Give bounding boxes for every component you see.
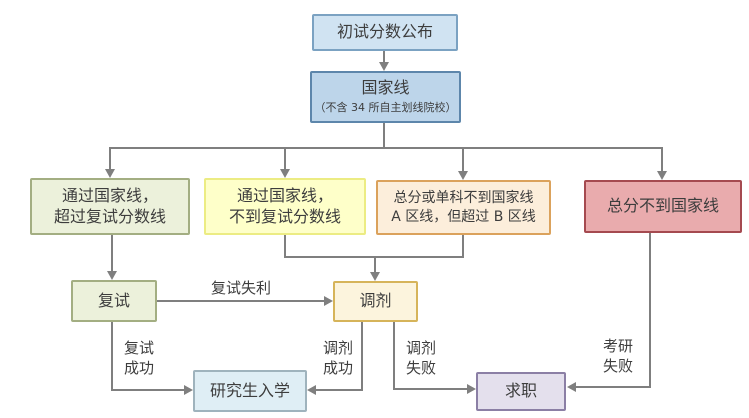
node-pass-above-retest-line: 通过国家线， 超过复试分数线: [30, 178, 190, 235]
node-label-line2: 超过复试分数线: [53, 206, 166, 226]
node-label-line2: A 区线，但超过 B 区线: [391, 208, 536, 225]
node-label: 调剂: [359, 291, 392, 311]
node-below-national-line: 总分不到国家线: [584, 180, 742, 233]
node-label: 求职: [504, 381, 537, 401]
arrowhead-down-icon: [370, 272, 380, 281]
connector-line: [462, 148, 464, 173]
arrowhead-down-icon: [657, 171, 667, 180]
node-label-line1: 总分或单科不到国家线: [393, 190, 534, 207]
node-national-line: 国家线 （不含 34 所自主划线院校）: [310, 71, 461, 123]
connector-line: [574, 386, 650, 388]
node-pass-below-retest-line: 通过国家线， 不到复试分数线: [204, 178, 366, 235]
node-label-line1: 通过国家线，: [61, 185, 158, 205]
connector-line: [157, 300, 324, 302]
connector-line: [361, 322, 363, 391]
arrowhead-left-icon: [567, 382, 576, 392]
connector-line: [462, 235, 464, 258]
node-subtitle: （不含 34 所自主划线院校）: [314, 101, 457, 115]
connector-line: [109, 147, 663, 149]
connector-line: [649, 233, 651, 388]
edge-label-adjust-fail: 调剂失败: [405, 339, 436, 378]
connector-line: [109, 148, 111, 171]
node-retest: 复试: [71, 280, 157, 322]
edge-label-retest-fail: 复试失利: [210, 279, 271, 297]
connector-line: [314, 389, 362, 391]
connector-line: [393, 388, 468, 390]
node-label: 总分不到国家线: [606, 196, 719, 216]
arrowhead-down-icon: [458, 171, 468, 180]
connector-line: [374, 257, 376, 273]
node-label-line1: 通过国家线，: [236, 185, 333, 205]
connector-line: [284, 235, 286, 258]
node-enrollment: 研究生入学: [193, 370, 307, 412]
arrowhead-right-icon: [324, 296, 333, 306]
arrowhead-right-icon: [184, 385, 193, 395]
connector-line: [111, 322, 113, 391]
edge-label-adjust-success: 调剂成功: [322, 339, 353, 378]
connector-line: [111, 389, 184, 391]
node-adjustment: 调剂: [333, 281, 418, 322]
edge-label-retest-success: 复试成功: [123, 339, 154, 378]
connector-line: [383, 123, 385, 149]
connector-line: [111, 235, 113, 273]
connector-line: [661, 148, 663, 173]
connector-line: [393, 322, 395, 389]
connector-line: [284, 148, 286, 171]
node-label: 复试: [97, 290, 130, 310]
edge-label-postgrad-fail: 考研失败: [602, 337, 633, 376]
arrowhead-down-icon: [379, 62, 389, 71]
arrowhead-down-icon: [105, 169, 115, 178]
node-label: 国家线: [361, 78, 410, 98]
arrowhead-down-icon: [280, 169, 290, 178]
node-label: 研究生入学: [209, 380, 290, 400]
node-job-hunting: 求职: [476, 372, 566, 411]
arrowhead-down-icon: [107, 271, 117, 280]
node-label-line2: 不到复试分数线: [228, 206, 341, 226]
node-below-a-above-b: 总分或单科不到国家线 A 区线，但超过 B 区线: [376, 180, 551, 235]
node-label: 初试分数公布: [336, 22, 433, 42]
arrowhead-left-icon: [307, 385, 316, 395]
connector-line: [383, 51, 385, 65]
arrowhead-right-icon: [467, 384, 476, 394]
node-score-release: 初试分数公布: [312, 14, 458, 51]
